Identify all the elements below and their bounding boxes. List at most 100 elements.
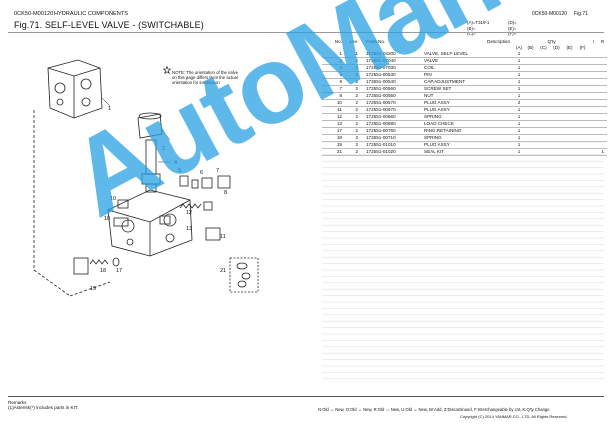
exploded-view-diagram: 1 2 4 5 6 7 8 10 10 11 12 13 17 18 19 21 [33, 59, 259, 297]
cell-part-no: 172551-00560 [358, 85, 424, 93]
col-f: (F) [579, 45, 586, 50]
callout-7: 7 [216, 168, 219, 174]
cell-r [598, 78, 607, 86]
callout-11: 11 [220, 234, 226, 240]
cell-qty-f [576, 51, 589, 58]
callout-13: 13 [186, 226, 192, 232]
cell-lev: 2 [342, 113, 358, 121]
cell-qty-e [563, 78, 576, 86]
header-divider [8, 32, 604, 33]
cell-no: 4 [322, 64, 342, 72]
cell-part-no: 172551-00710 [358, 134, 424, 142]
cell-description: RING,RETAINING [424, 127, 514, 135]
callout-10a: 10 [110, 196, 116, 202]
cell-qty-a: 1 [514, 120, 524, 128]
cell-qty-b [524, 64, 537, 72]
change-codes: N:Old ⇔ New, O:Old ⇔ New, R:Old ⇔ New, U… [318, 407, 550, 412]
cell-qty-a: 1 [514, 71, 524, 79]
cell-part-no: 172551-00570 [358, 99, 424, 107]
cell-r [598, 99, 607, 107]
cell-no: 12 [322, 113, 342, 121]
cell-description: VALVE, SELF-LEVEL [424, 51, 514, 58]
cell-qty-f [576, 120, 589, 128]
cell-qty-c [537, 106, 550, 114]
callout-17: 17 [116, 268, 122, 274]
cell-qty-f [576, 134, 589, 142]
col-a: (A) [515, 45, 523, 50]
cell-r [598, 120, 607, 128]
cell-lev: 2 [342, 106, 358, 114]
col-i: I [592, 39, 595, 44]
cell-qty-b [524, 57, 537, 65]
cell-no: 6 [322, 78, 342, 86]
col-b: (B) [527, 45, 534, 50]
cell-part-no: 172551-04200 [358, 51, 424, 58]
callout-6: 6 [200, 170, 203, 176]
orientation-note: NOTE: The orientation of the valve on th… [172, 70, 238, 86]
table-subheader-row: (A) (B) (C) (D) (E) (F) [322, 45, 607, 51]
valve-body-upper [47, 59, 103, 119]
cell-i [589, 141, 598, 149]
cell-qty-c [537, 120, 550, 128]
legend-f: (F)= [508, 31, 517, 37]
cell-qty-d [550, 78, 563, 86]
cell-r [598, 127, 607, 135]
cell-i [589, 57, 598, 65]
cell-qty-f [576, 106, 589, 114]
legend-a: (A)=T319-1 [467, 20, 490, 25]
cell-qty-b [524, 51, 537, 58]
cell-description: NUT [424, 92, 514, 100]
col-lev: Lev. [349, 39, 358, 44]
callout-4: 4 [174, 160, 177, 166]
cell-r [598, 85, 607, 93]
cell-qty-c [537, 71, 550, 79]
cell-qty-e [563, 51, 576, 58]
cell-qty-d [550, 99, 563, 107]
cell-qty-c [537, 78, 550, 86]
col-no: No. [334, 39, 342, 44]
cell-description: VALVE [424, 57, 514, 65]
cell-qty-b [524, 71, 537, 79]
cell-description: SPRING [424, 113, 514, 121]
cell-lev: 2 [342, 141, 358, 149]
ruled-lines [322, 141, 604, 380]
cell-qty-b [524, 78, 537, 86]
cell-qty-b [524, 127, 537, 135]
cell-qty-c [537, 92, 550, 100]
callout-18: 18 [100, 268, 106, 274]
legend-e: (E)= [508, 25, 517, 31]
cell-part-no: 172551-00760 [358, 127, 424, 135]
cell-qty-e [563, 71, 576, 79]
cell-lev: 2 [342, 85, 358, 93]
cell-r [598, 71, 607, 79]
legend-d: (D)= [508, 20, 517, 25]
cell-r [598, 106, 607, 114]
cell-no: 13 [322, 120, 342, 128]
cell-qty-e [563, 113, 576, 121]
cell-description: LOAD CHECK [424, 120, 514, 128]
cell-lev: 2 [342, 78, 358, 86]
cell-qty-a: 1 [514, 92, 524, 100]
cell-qty-f [576, 71, 589, 79]
cell-qty-b [524, 141, 537, 149]
remarks-title: Remarks [8, 400, 27, 405]
cell-qty-e [563, 99, 576, 107]
cell-no: 10 [322, 99, 342, 107]
cell-qty-f [576, 78, 589, 86]
cell-part-no: 172551-00530 [358, 71, 424, 79]
cell-qty-f [576, 57, 589, 65]
cell-qty-a: 1 [514, 85, 524, 93]
cell-qty-a: 1 [514, 57, 524, 65]
cell-no: 1 [322, 51, 342, 58]
cell-qty-d [550, 64, 563, 72]
cell-qty-e [563, 85, 576, 93]
cell-qty-a: 2 [514, 99, 524, 107]
cell-qty-d [550, 57, 563, 65]
cell-qty-a: 1 [514, 113, 524, 121]
cell-qty-c [537, 85, 550, 93]
